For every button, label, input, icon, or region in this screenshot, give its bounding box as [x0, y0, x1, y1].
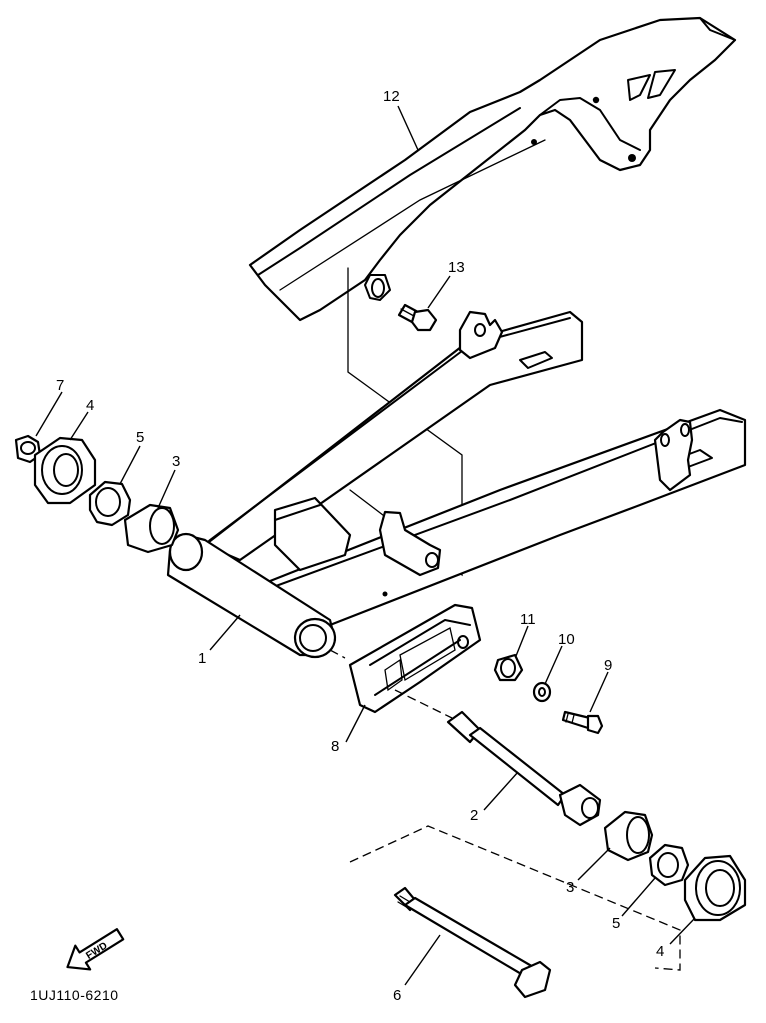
part-thrust-washer-5-right	[648, 843, 690, 887]
part-dust-seal-4-right	[683, 854, 747, 922]
fwd-arrow-icon	[66, 928, 125, 971]
part-bushing-3-left	[123, 503, 180, 554]
part-chain-slider	[348, 603, 482, 714]
leader-lines	[35, 105, 696, 986]
callout-12: 12	[383, 88, 400, 105]
callout-6: 6	[393, 987, 401, 1004]
part-washer-10	[532, 681, 552, 703]
front-direction-arrow: FWD	[66, 928, 125, 971]
assembly-bracket-outline	[349, 825, 681, 971]
alignment-line-axle	[394, 689, 453, 719]
callout-4-right: 4	[656, 943, 664, 960]
part-swingarm	[166, 310, 747, 659]
callout-7: 7	[56, 377, 64, 394]
callout-4-left: 4	[86, 397, 94, 414]
callout-5-right: 5	[612, 915, 620, 932]
alignment-line-slider	[329, 649, 346, 659]
callout-11: 11	[520, 611, 536, 628]
callout-2: 2	[470, 807, 478, 824]
callout-8: 8	[331, 738, 339, 755]
callout-labels: 12 13 7 4 5 3 1 8 11 10 9 2 3 5 4 6	[56, 88, 664, 1004]
part-long-bolt	[393, 886, 552, 999]
drawing-code: 1UJ110-6210	[30, 987, 119, 1003]
part-dust-seal-4-left	[33, 436, 97, 505]
callout-3-left: 3	[172, 453, 180, 470]
callout-3-right: 3	[566, 879, 574, 896]
callout-1: 1	[198, 650, 206, 667]
part-chain-case	[248, 16, 737, 322]
callout-13: 13	[448, 259, 465, 276]
part-bushing-3-right	[603, 810, 654, 862]
callout-5-left: 5	[136, 429, 144, 446]
part-thrust-washer-5-left	[88, 480, 132, 527]
part-bolt-9	[561, 710, 604, 735]
callout-9: 9	[604, 657, 612, 674]
part-collar-11	[493, 653, 524, 682]
part-pivot-shaft	[446, 710, 602, 827]
callout-10: 10	[558, 631, 575, 648]
part-bolt-13	[397, 303, 438, 332]
